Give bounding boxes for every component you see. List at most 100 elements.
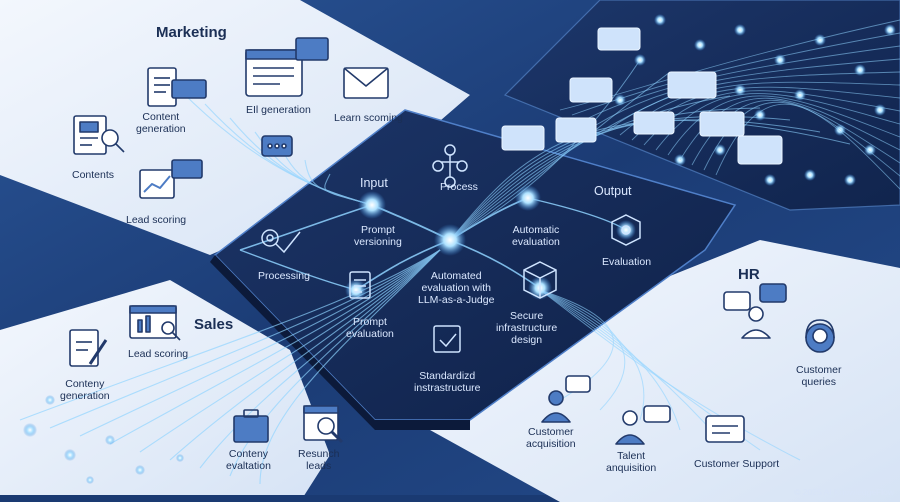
processing-label: Processing: [258, 270, 310, 282]
flow-line: [259, 249, 441, 485]
edit-document-icon: [69, 329, 108, 367]
flow-lines: [19, 59, 851, 485]
glow-node: [358, 191, 386, 219]
glow-node: [176, 454, 184, 462]
flow-line: [539, 289, 721, 441]
flow-line: [229, 249, 441, 477]
prompt-evaluation-label: Prompt evaluation: [346, 316, 394, 340]
sales-content-generation-label: Conteny generation: [60, 378, 110, 402]
copyright-text: © 2025 AI KnowledgeFlow: [794, 487, 894, 497]
flow-line: [539, 289, 801, 461]
chat-bubble-icon: [633, 111, 675, 135]
contents-label: Contents: [72, 169, 115, 181]
flow-line: [49, 249, 441, 429]
research-search-icon: [303, 405, 344, 444]
flow-line: [449, 71, 671, 241]
glow-node: [86, 476, 94, 484]
flow-line: [169, 249, 441, 461]
chat-bubble-icon: [597, 27, 641, 51]
gear-check-icon: [261, 229, 301, 254]
chat-bubble-icon: [555, 117, 597, 143]
content-evaluation-label: Conteny evaltation: [226, 448, 271, 472]
secure-infrastructure-label: Secure infrastructure design: [496, 310, 558, 346]
glow-node: [616, 220, 636, 240]
chat-bubble-icon: [699, 111, 745, 137]
glow-node: [884, 24, 896, 36]
document-icon: [349, 271, 371, 299]
talent-acquisition-icon: [615, 405, 671, 445]
glow-node: [874, 104, 886, 116]
automatic-evaluation-label: Automatic evaluation: [512, 224, 560, 248]
glow-node: [135, 465, 145, 475]
infrastructure-cube-icon: [433, 325, 461, 353]
customer-acquisition-label: Customer acquisition: [526, 426, 576, 450]
process-label: Process: [440, 181, 478, 193]
glow-node: [844, 174, 856, 186]
network-line: [655, 93, 900, 151]
glow-node: [654, 14, 666, 26]
glow-node: [854, 64, 866, 76]
chat-bubble-icon: [261, 135, 293, 157]
glow-node: [634, 54, 646, 66]
marketing-title: Marketing: [156, 24, 227, 41]
search-document-icon: [73, 115, 125, 155]
learn-scoring-label: Learn scoming: [334, 112, 403, 124]
eil-generation-label: EIl generation: [246, 104, 311, 116]
glow-node: [64, 449, 76, 461]
lead-scoring-label: Lead scoring: [126, 214, 187, 226]
output-label: Output: [594, 184, 632, 198]
content-generation-label: Content generation: [136, 111, 186, 135]
network-line: [667, 95, 900, 156]
chat-bubble-icon: [737, 135, 783, 165]
flow-line: [199, 249, 441, 469]
network-panel: [505, 0, 900, 210]
glow-node: [23, 423, 37, 437]
center-platform: [215, 110, 735, 420]
people-chat-icon: [723, 283, 787, 339]
network-process-icon: [432, 144, 468, 188]
flow-line: [539, 289, 681, 431]
input-label: Input: [360, 176, 388, 190]
flow-line: [539, 289, 645, 421]
standardized-infrastructure-label: Standardizd instrastructure: [414, 370, 481, 394]
chat-bubbles: [501, 27, 783, 165]
glow-node: [794, 89, 806, 101]
glow-node: [734, 24, 746, 36]
headset-agent-icon: [805, 319, 835, 353]
browser-window-icon: [245, 37, 329, 97]
glow-node: [814, 34, 826, 46]
automated-evaluation-label: Automated evaluation with LLM-as-a-Judge: [418, 270, 495, 306]
glow-node: [714, 144, 726, 156]
flow-line: [79, 249, 441, 437]
sales-lead-scoring-label: Lead scoring: [128, 348, 189, 360]
analytics-window-icon: [129, 305, 181, 341]
glow-node: [804, 169, 816, 181]
glow-node: [754, 109, 766, 121]
talent-acquisition-label: Talent anquisition: [606, 450, 657, 474]
hr-title: HR: [738, 266, 760, 283]
chat-bubble-icon: [569, 77, 613, 103]
glow-node: [694, 39, 706, 51]
sales-title: Sales: [194, 316, 234, 333]
customer-support-label: Customer Support: [694, 458, 780, 470]
glow-node: [764, 174, 776, 186]
hr-panel: [430, 240, 900, 502]
glow-node: [734, 84, 746, 96]
flow-line: [139, 249, 441, 453]
hexagon-network-icon: [611, 214, 641, 246]
evaluation-label: Evaluation: [602, 256, 652, 268]
flow-line: [19, 249, 441, 421]
secure-cube-icon: [523, 261, 557, 299]
content-generation-icon: [147, 67, 207, 107]
customer-support-icon: [705, 415, 745, 443]
research-leads-label: Resunch leads: [298, 448, 340, 472]
flow-line: [109, 249, 441, 445]
chat-bubble-icon: [667, 71, 717, 99]
lead-scoring-chart-icon: [139, 159, 203, 199]
glow-node: [434, 224, 466, 256]
flow-line: [239, 249, 357, 291]
chat-bubble-icon: [501, 125, 545, 151]
briefcase-icon: [233, 409, 269, 443]
